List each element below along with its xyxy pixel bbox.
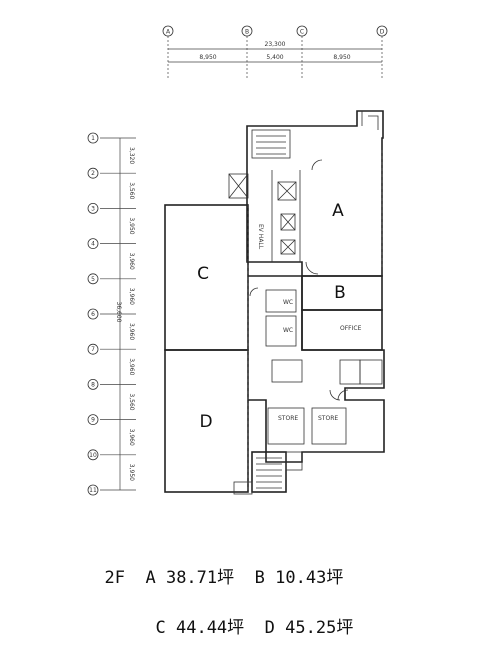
- svg-text:C: C: [300, 29, 304, 36]
- grid-row-11: 11: [87, 484, 136, 496]
- grid-col-d: D: [376, 25, 388, 37]
- total-depth: 36,600: [115, 302, 122, 323]
- grid-row-label: 8: [91, 381, 95, 388]
- legend-c-label: C: [155, 618, 166, 638]
- grid-row-label: 10: [89, 452, 97, 459]
- row-span-label: 3,960: [128, 253, 135, 270]
- grid-col-b: B: [241, 25, 253, 37]
- legend-b-unit: 坪: [326, 568, 344, 588]
- column-grid: A B C D 23,300 8,950 5,400 8,950: [162, 25, 388, 80]
- grid-row-8: 8: [87, 378, 136, 390]
- row-span-label: 3,960: [128, 358, 135, 375]
- grid-row-label: 11: [89, 487, 97, 494]
- grid-row-label: 5: [91, 276, 95, 283]
- svg-text:D: D: [380, 29, 385, 36]
- floor-label: 2F: [104, 568, 125, 588]
- grid-col-a: A: [162, 25, 174, 37]
- room-b-label: B: [334, 283, 346, 303]
- row-span-label: 3,950: [128, 217, 135, 234]
- legend-d-area: 45.25: [285, 618, 337, 638]
- area-legend-row-1: 2F A 38.71坪 B 10.43坪: [84, 543, 343, 588]
- grid-row-label: 7: [91, 346, 95, 353]
- floor-plan: A B C D 23,300 8,950 5,400 8,950 36,600 …: [87, 25, 388, 496]
- row-span-label: 3,560: [128, 182, 135, 199]
- legend-b-label: B: [254, 568, 265, 588]
- grid-row-label: 1: [91, 135, 95, 142]
- grid-row-label: 9: [91, 417, 95, 424]
- legend-d-label: D: [264, 618, 275, 638]
- row-span-label: 3,960: [128, 323, 135, 340]
- span-3: 8,950: [333, 54, 350, 61]
- grid-row-3: 3: [87, 202, 136, 214]
- row-span-label: 3,560: [128, 393, 135, 410]
- span-1: 8,950: [199, 54, 216, 61]
- legend-a-area: 38.71: [165, 568, 218, 588]
- grid-row-9: 9: [87, 414, 136, 426]
- row-span-label: 3,320: [128, 147, 135, 164]
- row-span-label: 3,960: [128, 288, 135, 305]
- legend-a-unit: 坪: [217, 568, 235, 588]
- svg-text:B: B: [245, 29, 249, 36]
- svg-text:OFFICE: OFFICE: [340, 325, 362, 332]
- legend-a-label: A: [145, 568, 156, 588]
- grid-row-label: 3: [91, 205, 95, 212]
- svg-text:EV HALL: EV HALL: [257, 224, 264, 250]
- span-2: 5,400: [266, 54, 283, 61]
- grid-row-10: 10: [87, 449, 136, 461]
- grid-row-4: 4: [87, 238, 136, 250]
- legend-d-unit: 坪: [336, 618, 354, 638]
- grid-row-5: 5: [87, 273, 136, 285]
- room-c-label: C: [197, 264, 209, 284]
- room-d-label: D: [199, 412, 212, 432]
- svg-text:WC: WC: [283, 327, 293, 334]
- svg-text:STORE: STORE: [318, 415, 338, 422]
- building-walls: EV HALL OFFICE WC WC STORE STORE: [164, 110, 385, 495]
- svg-text:WC: WC: [283, 299, 293, 306]
- grid-row-1: 1: [87, 132, 136, 144]
- legend-c-unit: 坪: [227, 618, 245, 638]
- legend-c-area: 44.44: [175, 618, 228, 638]
- area-legend-row-2: C 44.44坪 D 45.25坪: [135, 593, 353, 638]
- grid-col-c: C: [296, 25, 308, 37]
- grid-row-6: 6: [87, 308, 136, 320]
- grid-row-label: 2: [91, 170, 95, 177]
- grid-row-label: 6: [91, 311, 95, 318]
- row-span-label: 3,950: [128, 464, 135, 481]
- grid-row-label: 4: [91, 241, 95, 248]
- row-span-label: 3,960: [128, 429, 135, 446]
- row-grid: 36,600 1 3,320 2 3,560 3 3,950 4 3,960 5 3,960 6 3,…: [87, 132, 136, 496]
- svg-text:STORE: STORE: [278, 415, 298, 422]
- grid-row-2: 2: [87, 167, 136, 179]
- legend-b-area: 10.43: [275, 568, 327, 588]
- room-a-label: A: [332, 201, 344, 221]
- svg-text:A: A: [166, 29, 171, 36]
- total-width: 23,300: [265, 41, 286, 48]
- grid-row-7: 7: [87, 343, 136, 355]
